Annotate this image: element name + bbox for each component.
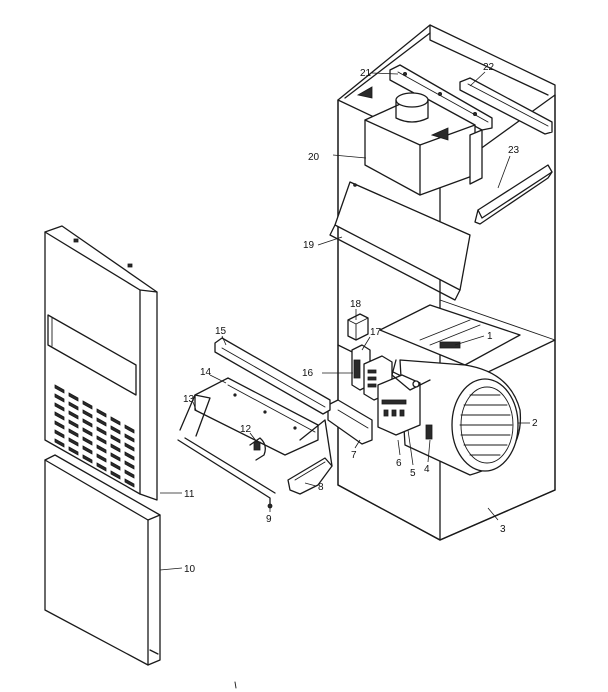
- side-bracket-23: [474, 164, 553, 225]
- louver-slot: [124, 451, 135, 461]
- callout-2: 2: [532, 418, 538, 429]
- callout-19: 19: [303, 240, 315, 251]
- louver-slot: [54, 411, 65, 421]
- louver-slot: [68, 392, 79, 402]
- callout-18: 18: [350, 299, 362, 310]
- leader-lines: [159, 71, 530, 571]
- callout-3: 3: [500, 524, 506, 535]
- callout-labels: 21 22 20 23 19 18 17 16 1 2 3 4 5 6 7 8 …: [183, 62, 538, 575]
- louver-slot: [82, 418, 93, 428]
- callout-7: 7: [351, 450, 357, 461]
- callout-23: 23: [508, 145, 520, 156]
- louver-slot: [68, 428, 79, 438]
- callout-6: 6: [396, 458, 402, 469]
- callout-9: 9: [266, 514, 272, 525]
- cross-bracket-7: [327, 399, 373, 445]
- louver-slot: [110, 416, 121, 426]
- louver-slot: [68, 401, 79, 411]
- callout-13: 13: [183, 394, 195, 405]
- callout-20: 20: [308, 152, 320, 163]
- callout-11: 11: [184, 489, 195, 500]
- louver-slot: [54, 384, 65, 394]
- blower-assembly: [377, 304, 522, 476]
- callout-21: 21: [360, 68, 372, 79]
- louver-slot: [96, 408, 107, 418]
- louver-slot: [54, 438, 65, 448]
- flue-collar-box: [356, 86, 483, 196]
- louver-slot: [96, 426, 107, 436]
- lower-door-panel-10: [44, 454, 161, 666]
- louver-slot: [124, 478, 135, 488]
- callout-1: 1: [487, 331, 493, 342]
- louver-slot: [68, 437, 79, 447]
- callout-22: 22: [483, 62, 495, 73]
- callout-17: 17: [370, 327, 382, 338]
- callout-8: 8: [318, 482, 324, 493]
- louver-slot: [96, 453, 107, 463]
- louver-slot: [82, 409, 93, 419]
- louver-slot: [96, 417, 107, 427]
- louver-slot: [82, 427, 93, 437]
- louver-slot: [124, 433, 135, 443]
- louver-slot: [110, 425, 121, 435]
- louver-slot: [96, 444, 107, 454]
- louver-slot: [124, 424, 135, 434]
- control-box-18: [347, 313, 369, 341]
- louver-slot: [96, 462, 107, 472]
- louver-slot: [54, 420, 65, 430]
- louver-slot: [110, 452, 121, 462]
- baffle-19: [329, 181, 471, 301]
- filter-bracket-8: [287, 419, 333, 495]
- louver-slot: [110, 461, 121, 471]
- top-rail-22: [459, 77, 553, 135]
- louver-slot: [110, 434, 121, 444]
- door-louver-grid: [54, 384, 135, 488]
- filter-rod-13: [179, 394, 211, 437]
- top-rail-21: [389, 64, 493, 131]
- louver-slot: [82, 454, 93, 464]
- stray-mark: [234, 681, 237, 689]
- louver-slot: [68, 419, 79, 429]
- louver-slot: [68, 446, 79, 456]
- louver-slot: [54, 402, 65, 412]
- louver-slot: [110, 443, 121, 453]
- louver-slot: [82, 445, 93, 455]
- louver-slot: [124, 442, 135, 452]
- louver-slot: [54, 393, 65, 403]
- callout-4: 4: [424, 464, 430, 475]
- callout-12: 12: [240, 424, 252, 435]
- louver-slot: [96, 435, 107, 445]
- louver-slot: [54, 429, 65, 439]
- filter-support-14: [194, 377, 319, 456]
- louver-slot: [82, 436, 93, 446]
- louver-slot: [82, 400, 93, 410]
- louver-slot: [124, 460, 135, 470]
- callout-10: 10: [184, 564, 196, 575]
- callout-5: 5: [410, 468, 416, 479]
- louver-slot: [68, 410, 79, 420]
- callout-16: 16: [302, 368, 314, 379]
- callout-14: 14: [200, 367, 212, 378]
- louver-slot: [110, 470, 121, 480]
- louver-slot: [124, 469, 135, 479]
- callout-15: 15: [215, 326, 227, 337]
- filter-support-15: [214, 337, 331, 415]
